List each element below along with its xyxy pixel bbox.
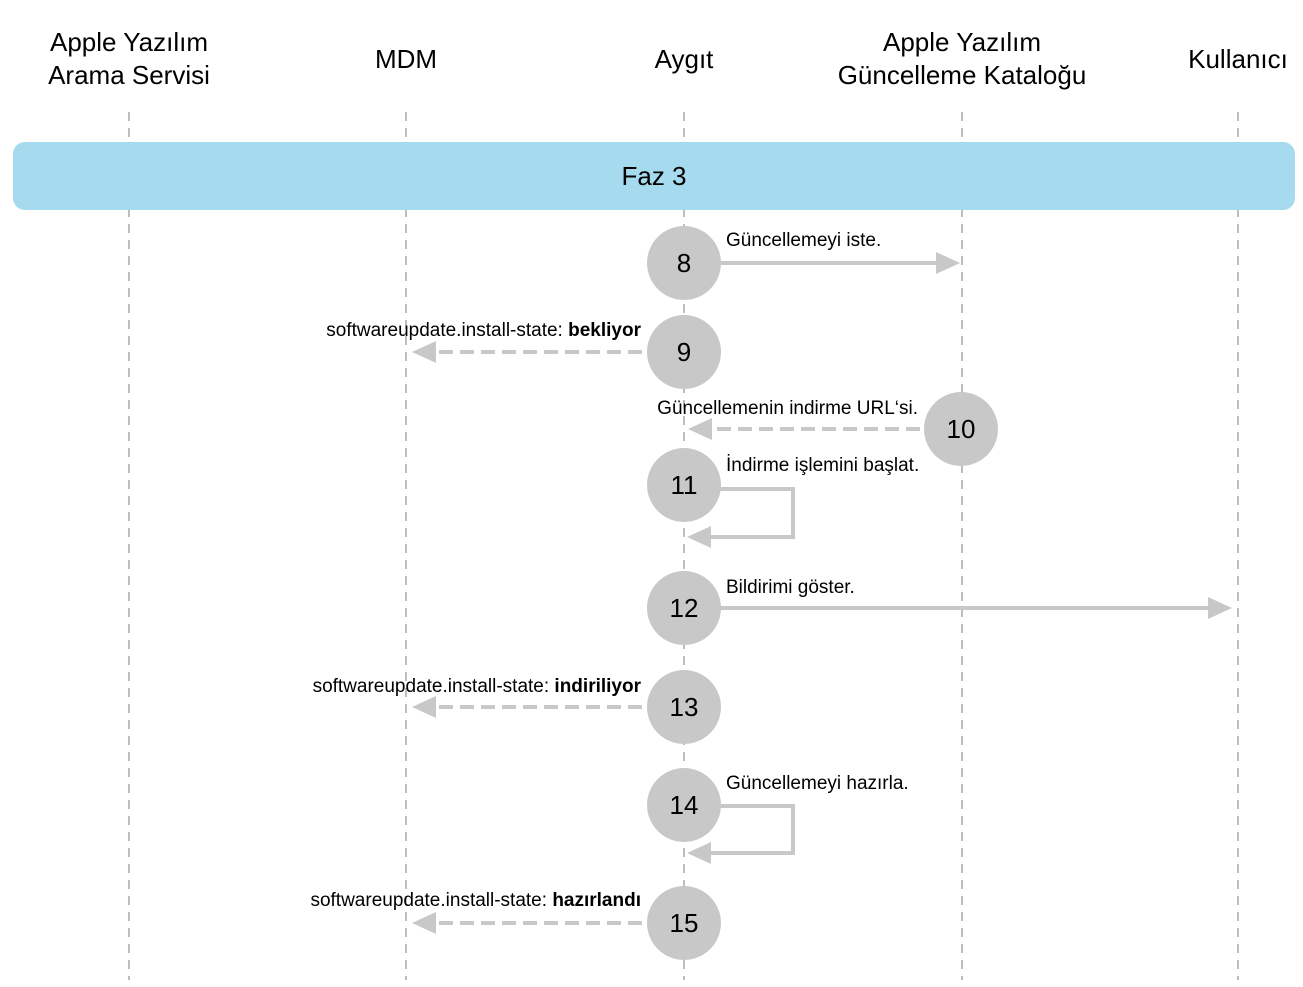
phase-label: Faz 3 xyxy=(621,161,687,191)
step-9-circle xyxy=(647,315,721,389)
step-13-arrow-head xyxy=(412,696,436,718)
step-14-number: 14 xyxy=(670,790,699,820)
lane-header-search-service: Apple Yazılım Arama Servisi xyxy=(48,27,210,90)
step-13-circle xyxy=(647,670,721,744)
step-11-label: İndirme işlemini başlat. xyxy=(726,455,920,476)
step-13-state: indiriliyor xyxy=(554,676,641,697)
step-15-number: 15 xyxy=(670,908,699,938)
lane-header-mdm: MDM xyxy=(374,44,438,74)
step-10-circle xyxy=(924,392,998,466)
step-8-arrow-head xyxy=(936,252,960,274)
step-15-label: softwareupdate.install-state: hazırlandı xyxy=(310,890,641,911)
step-14-label: Güncellemeyi hazırla. xyxy=(726,773,909,794)
step-11-arrow-line xyxy=(684,487,795,539)
step-9-number: 9 xyxy=(677,337,691,367)
lane-header-device: Aygıt xyxy=(654,44,714,74)
step-15-circle xyxy=(647,886,721,960)
step-15-state: hazırlandı xyxy=(552,890,641,911)
step-9-label: softwareupdate.install-state: bekliyor xyxy=(326,320,641,341)
step-14-arrow-head xyxy=(687,842,711,864)
step-9-state: bekliyor xyxy=(568,320,641,341)
step-12-label: Bildirimi göster. xyxy=(726,577,855,598)
step-14-arrow-line xyxy=(684,804,795,855)
step-15-arrow-head xyxy=(412,912,436,934)
step-12-number: 12 xyxy=(670,593,699,623)
step-8-circle xyxy=(647,226,721,300)
lane-header-catalog: Apple Yazılım Güncelleme Kataloğu xyxy=(837,27,1087,90)
step-11-circle xyxy=(647,448,721,522)
step-13-label: softwareupdate.install-state: indiriliyo… xyxy=(312,676,641,697)
step-11-arrow-head xyxy=(687,526,711,548)
step-8-label: Güncellemeyi iste. xyxy=(726,230,882,251)
step-12-arrow-head xyxy=(1208,597,1232,619)
step-9-arrow-head xyxy=(412,341,436,363)
lane-header-user: Kullanıcı xyxy=(1188,44,1288,74)
step-11-number: 11 xyxy=(671,470,698,500)
step-10-arrow-head xyxy=(688,418,712,440)
step-10-number: 10 xyxy=(947,414,976,444)
step-14-circle xyxy=(647,768,721,842)
phase-banner: Faz 3 xyxy=(13,142,1295,210)
step-10-label: Güncellemenin indirme URL‘si. xyxy=(657,398,918,419)
step-13-number: 13 xyxy=(670,692,699,722)
step-8-number: 8 xyxy=(677,248,691,278)
step-12-circle xyxy=(647,571,721,645)
